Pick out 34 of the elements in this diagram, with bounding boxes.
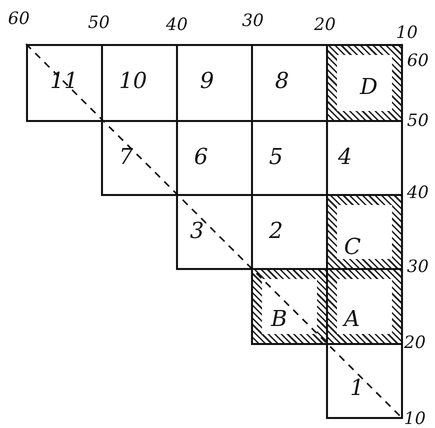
grid-square [101,120,178,196]
cell-label: C [344,236,361,260]
cell-label: 2 [269,220,283,244]
grid-square [176,194,253,270]
hatched-square [326,194,403,270]
column-scale-number: 50 [88,14,110,32]
row-scale-number: 40 [407,184,429,202]
column-scale-number: 60 [8,10,30,28]
cell-label: 8 [275,70,289,94]
hatched-square [326,268,403,345]
row-scale-number: 50 [407,112,429,130]
cell-label: A [344,308,360,332]
cell-label: 9 [200,70,214,94]
column-scale-number: 30 [242,12,264,30]
grid-square [326,343,403,419]
hatched-square [251,268,328,345]
cell-label: 10 [119,70,147,94]
cell-label: 4 [338,146,352,170]
row-scale-number: 60 [407,52,429,70]
row-scale-number: 30 [407,258,429,276]
cell-label: D [360,76,378,100]
column-scale-number: 20 [314,16,336,34]
column-scale-number: 10 [396,24,418,42]
grid-square [26,44,103,122]
hatched-square [326,44,403,122]
cell-label: B [271,308,288,332]
cell-label: 5 [269,146,283,170]
cell-label: 6 [194,146,208,170]
row-scale-number: 10 [404,410,426,428]
cell-label: 11 [50,70,78,94]
cell-label: 3 [190,220,204,244]
column-scale-number: 40 [166,16,188,34]
cell-label: 1 [350,377,364,401]
row-scale-number: 20 [404,334,426,352]
